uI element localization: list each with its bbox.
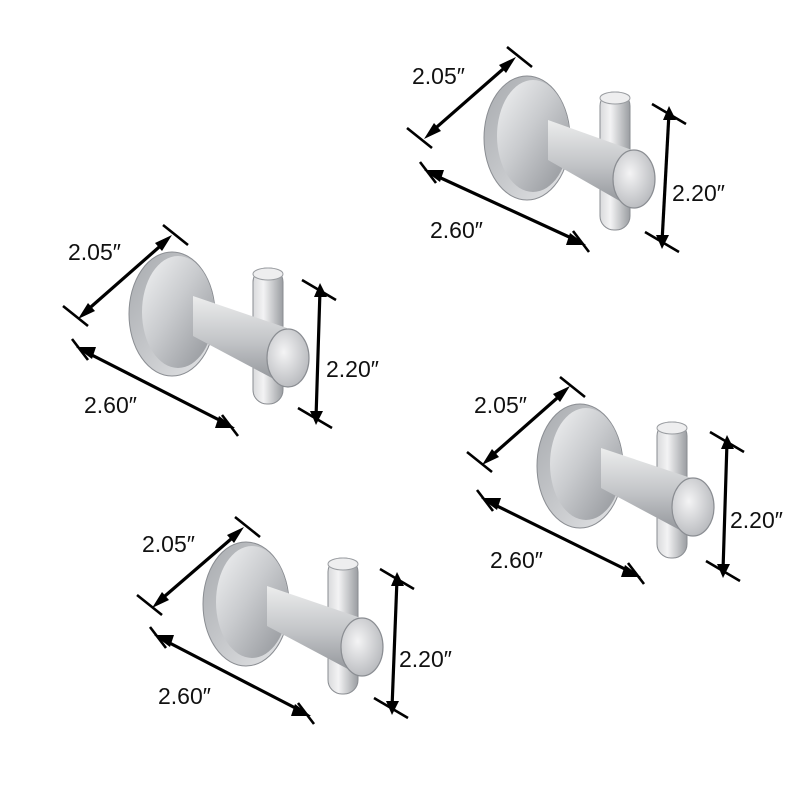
width-label: 2.05″ xyxy=(142,531,195,557)
width-dimension: 2.05″ xyxy=(136,515,261,617)
height-dimension: 2.20″ xyxy=(644,102,725,254)
depth-dimension: 2.60″ xyxy=(70,338,240,437)
width-label: 2.05″ xyxy=(412,63,465,89)
depth-dimension: 2.60″ xyxy=(418,161,591,253)
width-label: 2.05″ xyxy=(68,239,121,265)
hook-top-right: 2.05″ 2.60″ 2.20″ xyxy=(406,45,725,254)
hook-drawing xyxy=(202,541,384,695)
height-label: 2.20″ xyxy=(326,356,379,382)
height-dimension: 2.20″ xyxy=(297,278,379,430)
depth-label: 2.60″ xyxy=(490,547,543,573)
hook-middle-left: 2.05″ 2.60″ 2.20″ xyxy=(62,223,379,437)
hook-drawing xyxy=(483,75,656,231)
depth-label: 2.60″ xyxy=(158,683,211,709)
hook-drawing xyxy=(128,251,310,405)
hook-middle-right: 2.05″ 2.60″ 2.20″ xyxy=(466,375,783,585)
depth-label: 2.60″ xyxy=(430,217,483,243)
width-dimension: 2.05″ xyxy=(466,375,586,474)
hook-drawing xyxy=(536,403,715,559)
height-dimension: 2.20″ xyxy=(705,430,783,583)
height-dimension: 2.20″ xyxy=(373,567,452,720)
width-dimension: 2.05″ xyxy=(62,223,189,328)
height-label: 2.20″ xyxy=(730,507,783,533)
width-dimension: 2.05″ xyxy=(406,45,533,150)
height-label: 2.20″ xyxy=(399,646,452,672)
depth-dimension: 2.60″ xyxy=(148,626,316,725)
height-label: 2.20″ xyxy=(672,180,725,206)
depth-label: 2.60″ xyxy=(84,392,137,418)
hook-bottom-left: 2.05″ 2.60″ 2.20″ xyxy=(136,515,452,725)
width-label: 2.05″ xyxy=(474,392,527,418)
depth-dimension: 2.60″ xyxy=(475,489,646,585)
